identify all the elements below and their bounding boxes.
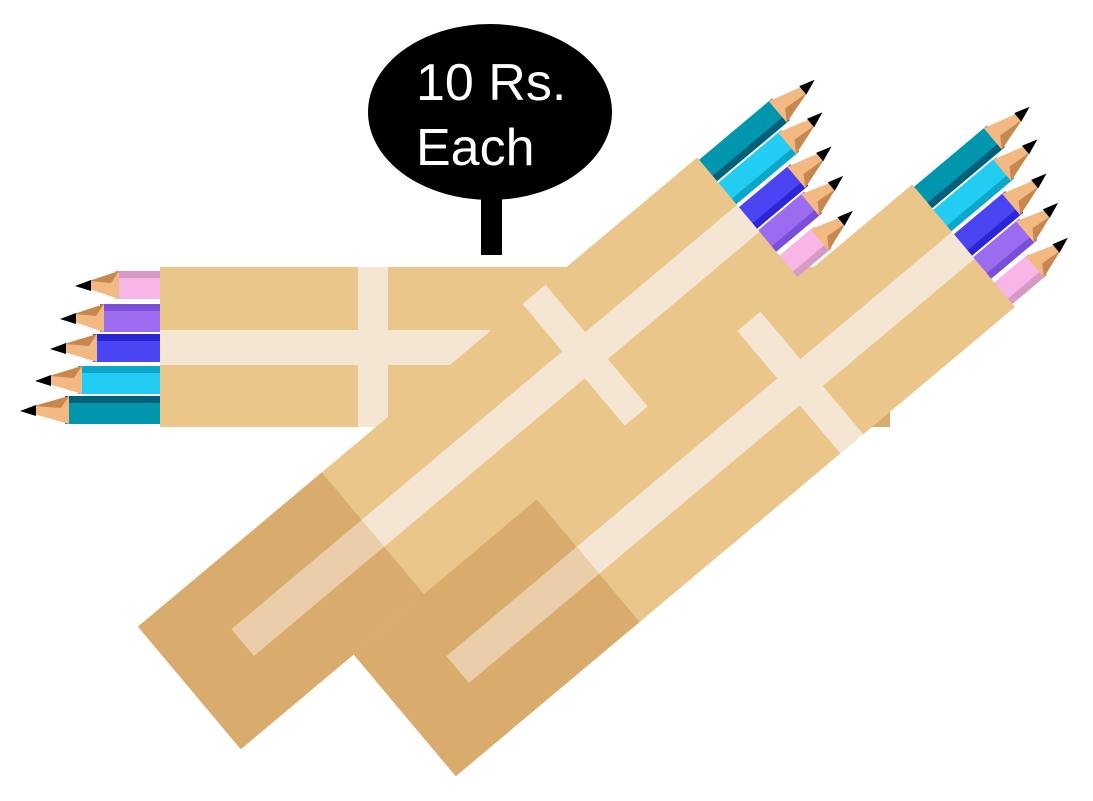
pencil-body-shade xyxy=(65,396,200,403)
pencil-wood-shade xyxy=(49,366,82,378)
pencil-lead-icon xyxy=(807,112,823,128)
pencil-wood-shade xyxy=(64,334,97,346)
pencil-wood-shade xyxy=(1042,250,1061,278)
tape-horizontal-faded xyxy=(231,519,385,656)
tape-horizontal xyxy=(576,231,975,574)
pencil-lead-icon xyxy=(816,146,832,162)
pencil-wood-shade xyxy=(817,188,836,216)
price-tag: 10 Rs. Each xyxy=(368,24,612,255)
pencil-lead-icon xyxy=(1042,202,1059,218)
price-tag-line2: Each xyxy=(416,119,535,177)
pencil-wood-shade xyxy=(785,92,808,123)
pencil-wood-shade xyxy=(1009,152,1030,182)
pencil-lead-icon xyxy=(75,280,91,291)
tape-vertical xyxy=(737,311,864,454)
pencil-lead-icon xyxy=(35,375,51,386)
pencil-wood-shade xyxy=(794,125,815,155)
pencil-wood-icon xyxy=(778,119,815,155)
tape-horizontal xyxy=(361,204,760,547)
tape-vertical xyxy=(522,284,649,427)
pencil-wood-icon xyxy=(801,182,836,216)
tape-horizontal-faded xyxy=(446,546,600,683)
pencil-wood-shade xyxy=(74,304,104,316)
pencil-lead-icon xyxy=(20,405,36,416)
pencil-wood-icon xyxy=(768,86,808,123)
pencil-lead-icon xyxy=(1031,173,1047,189)
pencil-body-shade xyxy=(93,334,200,341)
price-tag-line1: 10 Rs. xyxy=(416,54,566,112)
pencil-wood-icon xyxy=(993,146,1030,182)
pencil-wood-icon xyxy=(1025,244,1061,278)
tape-vertical xyxy=(358,267,388,427)
pencil-body-shade xyxy=(78,366,200,373)
pencil-wood-icon xyxy=(1002,180,1040,216)
pencil-body-shade xyxy=(115,271,200,278)
price-tag-bubble xyxy=(368,24,612,200)
pencil-wood-icon xyxy=(983,113,1023,150)
pencil-lead-icon xyxy=(60,313,76,324)
pencil-wood-shade xyxy=(1000,119,1023,150)
pencil-lead-icon xyxy=(827,175,844,191)
pencil-lead-icon xyxy=(799,79,815,95)
pencil-wood-shade xyxy=(803,159,825,189)
pencil-wood-shade xyxy=(89,271,119,283)
pencil-lead-icon xyxy=(1022,139,1038,155)
pencil-lead-icon xyxy=(1014,106,1030,122)
pencil-lead-icon xyxy=(50,343,66,354)
pencil-wood-shade xyxy=(1018,186,1040,216)
pencil-pack-tilted-1 xyxy=(137,79,853,750)
pencil-wood-icon xyxy=(787,153,825,189)
pencil-body-shade xyxy=(100,304,200,311)
pencil-wood-shade xyxy=(827,223,846,251)
pencil-lead-icon xyxy=(837,210,853,226)
pencil-lead-icon xyxy=(1052,237,1068,253)
pencil-wood-icon xyxy=(1016,209,1051,243)
pencil-wood-icon xyxy=(810,217,846,251)
price-tag-stem xyxy=(481,190,502,255)
pencil-wood-shade xyxy=(34,396,69,408)
pencil-wood-shade xyxy=(1032,215,1051,243)
pencil-pack-tilted-2 xyxy=(352,106,1068,777)
